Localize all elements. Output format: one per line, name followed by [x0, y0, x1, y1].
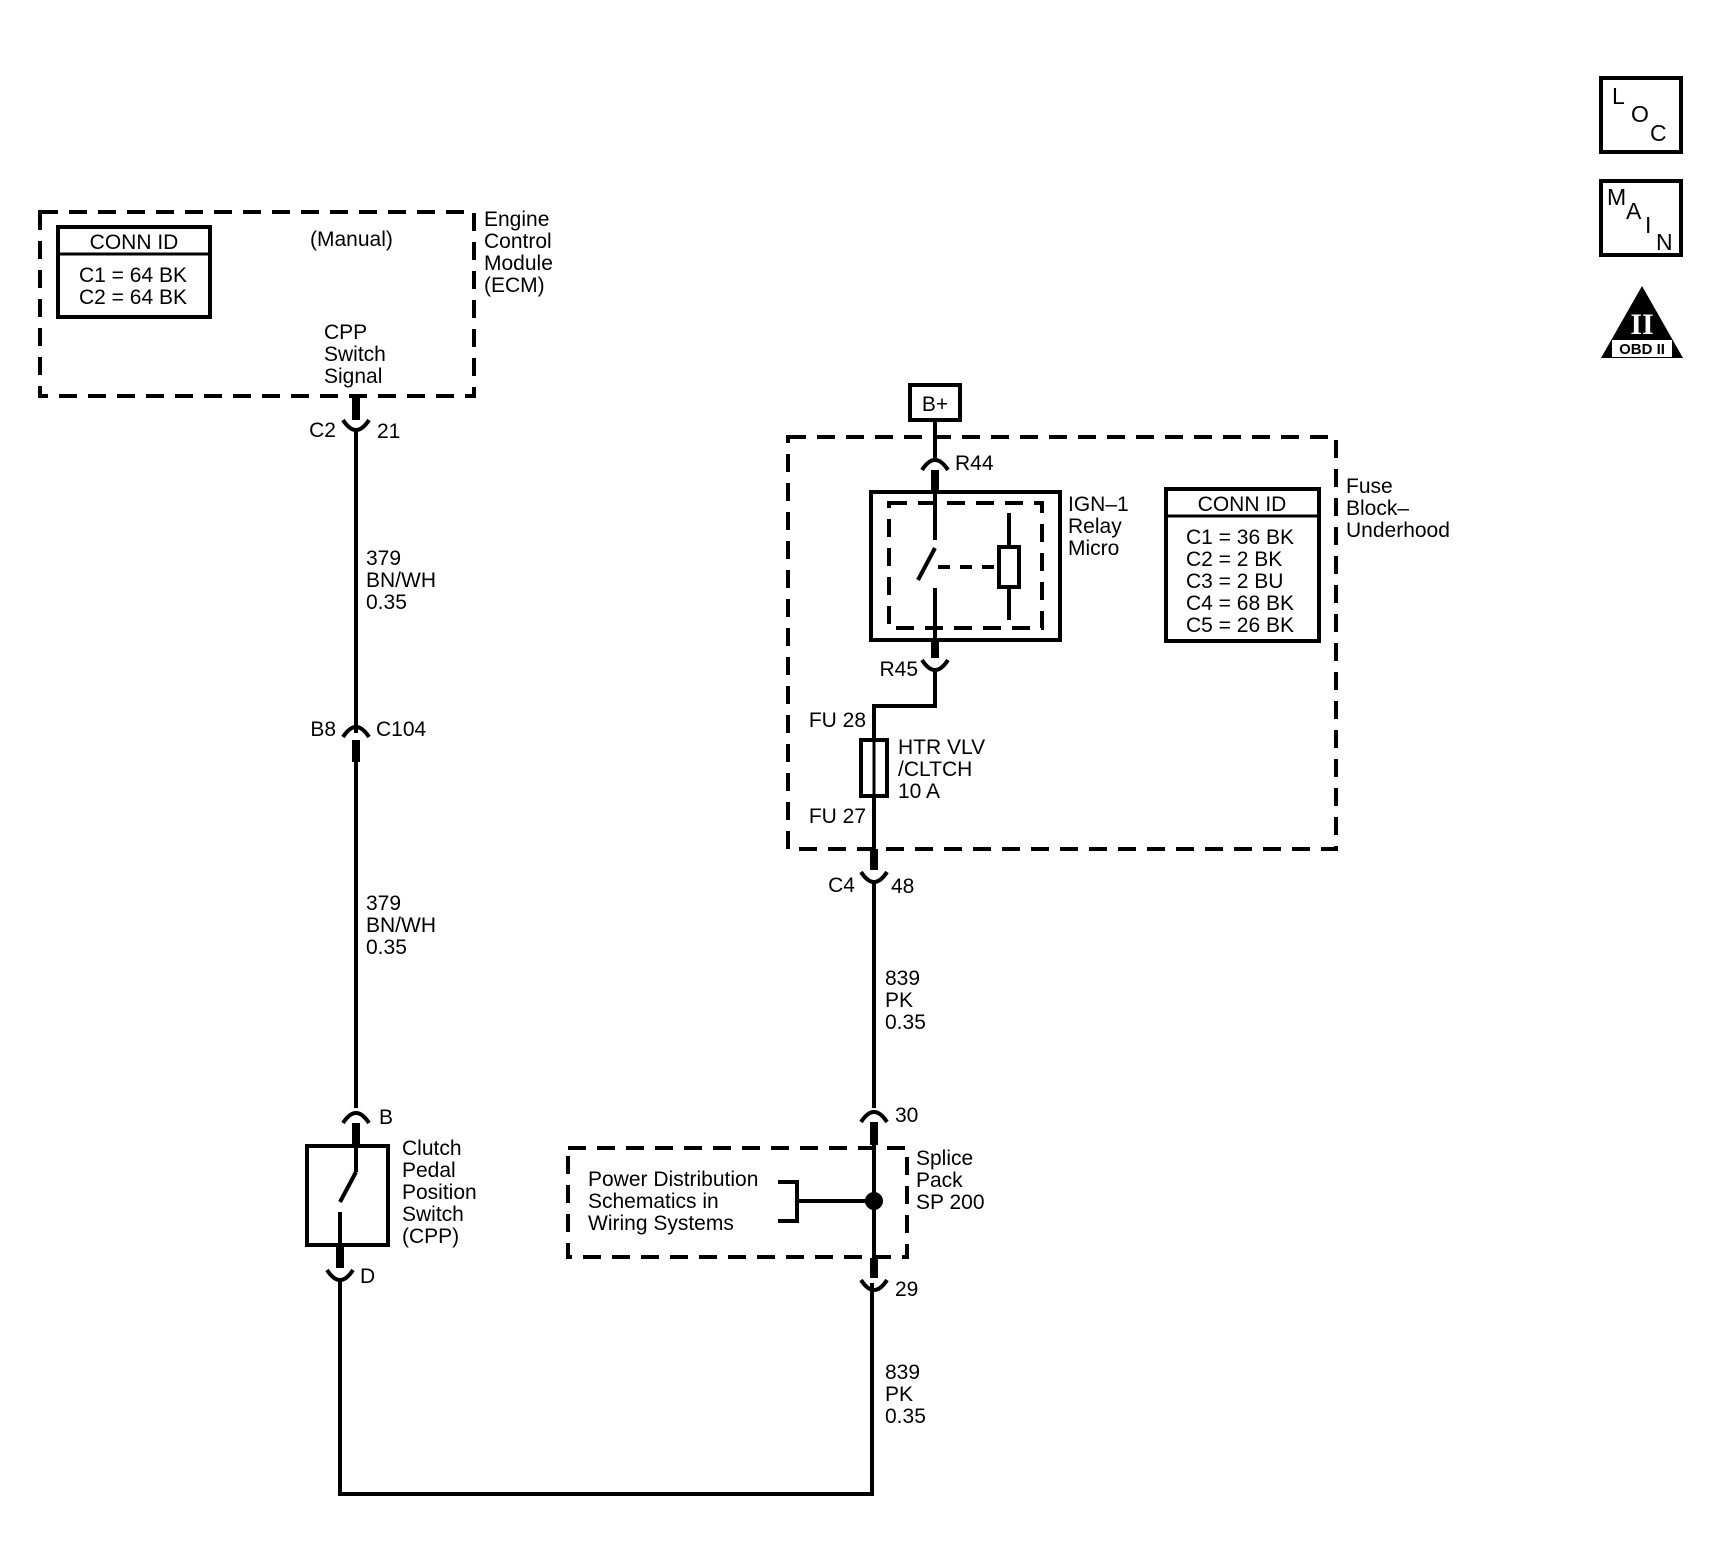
relay-name-1: IGN–1 [1068, 493, 1129, 516]
wire-839-lower-number: 839 [885, 1361, 920, 1384]
splice-name-1: Splice [916, 1147, 973, 1170]
fuse-block-conn-id-row: C3 = 2 BU [1186, 570, 1283, 593]
main-letter-m: M [1607, 184, 1626, 210]
c104-right: C104 [376, 718, 427, 741]
wire-379-upper-color: BN/WH [366, 569, 436, 592]
main-letter-i: I [1645, 212, 1651, 238]
inline-connector-c104: B8 C104 [310, 718, 427, 762]
splice-ref-1[interactable]: Power Distribution [588, 1168, 758, 1191]
relay-pin-r45: R45 [879, 658, 918, 681]
fuse-block-conn-id-row: C2 = 2 BK [1186, 548, 1282, 571]
splice-pin-29: 29 [895, 1278, 918, 1301]
obd-ii-icon[interactable]: II OBD II [1601, 286, 1683, 358]
wire-839-upper-number: 839 [885, 967, 920, 990]
wire-379-lower-color: BN/WH [366, 914, 436, 937]
ecm-conn-id-box [56, 225, 212, 319]
c4-right: 48 [891, 875, 914, 898]
relay-contact [916, 547, 937, 581]
fuse-block-conn-id-header: CONN ID [1198, 493, 1287, 516]
splice-name-2: Pack [916, 1169, 963, 1192]
fuse-name-3: 10 A [898, 780, 940, 803]
obd-label: OBD II [1619, 341, 1665, 358]
cpp-signal-label-1: CPP [324, 321, 367, 344]
loc-letter-o: O [1631, 101, 1649, 127]
cpp-name-3: Position [402, 1181, 477, 1204]
fuse-block-conn-id-box [1164, 487, 1321, 643]
battery-label: B+ [922, 393, 948, 416]
cpp-pin-d: D [360, 1265, 375, 1288]
ecm-module: CONN ID C1 = 64 BK C2 = 64 BK (Manual) C… [38, 208, 553, 398]
fuse-name-1: HTR VLV [898, 736, 985, 759]
ecm-name-1: Engine [484, 208, 549, 231]
loc-icon[interactable]: L O C [1599, 76, 1683, 154]
ecm-conn-id-row: C1 = 64 BK [79, 264, 187, 287]
loc-letter-l: L [1612, 83, 1625, 109]
cpp-name-1: Clutch [402, 1137, 462, 1160]
ecm-conn-id-row: C2 = 64 BK [79, 286, 187, 309]
ecm-boundary [38, 210, 476, 398]
cpp-signal-label-3: Signal [324, 365, 382, 388]
wire-379-lower-gauge: 0.35 [366, 936, 407, 959]
cpp-name-2: Pedal [402, 1159, 456, 1182]
fuse-block-name-3: Underhood [1346, 519, 1450, 542]
fuse-block-name-1: Fuse [1346, 475, 1393, 498]
fuse-block-conn-id-row: C4 = 68 BK [1186, 592, 1294, 615]
wire-839-upper-color: PK [885, 989, 913, 1012]
wire-379-upper-gauge: 0.35 [366, 591, 407, 614]
ecm-conn-id-header: CONN ID [90, 231, 179, 254]
fuse-bottom-label: FU 27 [809, 805, 866, 828]
splice-pack-boundary [566, 1146, 909, 1259]
splice-name-3: SP 200 [916, 1191, 985, 1214]
splice-ref-3[interactable]: Wiring Systems [588, 1212, 734, 1235]
wire-839-lower-color: PK [885, 1383, 913, 1406]
fuse-block-boundary [786, 435, 1338, 851]
battery-positive: B+ [908, 383, 962, 422]
main-letter-a: A [1626, 198, 1642, 224]
cpp-switch-body [305, 1144, 390, 1247]
main-icon[interactable]: M A I N [1599, 179, 1683, 257]
ecm-name-4: (ECM) [484, 274, 545, 297]
wire-839-return [338, 1280, 874, 1496]
ecm-name-2: Control [484, 230, 552, 253]
htr-vlv-cltch-fuse: FU 28 HTR VLV /CLTCH 10 A FU 27 [809, 709, 985, 828]
ref-bracket [778, 1180, 799, 1223]
cpp-pin-b: B [379, 1106, 393, 1129]
fuse-block-underhood: Fuse Block– Underhood CONN ID C1 = 36 BK… [786, 435, 1450, 851]
cpp-switch: B D Clutch Pedal Position Switch (CPP) [305, 1106, 477, 1288]
splice-ref-2[interactable]: Schematics in [588, 1190, 719, 1213]
splice-pack-sp200: 30 Power Distribution Schematics in Wiri… [566, 1104, 985, 1301]
wire-839-lower-gauge: 0.35 [885, 1405, 926, 1428]
ecm-name-3: Module [484, 252, 553, 275]
wire-379-lower-number: 379 [366, 892, 401, 915]
relay-coil [997, 545, 1021, 589]
switch-contact [338, 1171, 358, 1203]
fuse-block-connector-c4: C4 48 [828, 849, 914, 898]
fuse-name-2: /CLTCH [898, 758, 972, 781]
cpp-name-4: Switch [402, 1203, 464, 1226]
fuse-top-label: FU 28 [809, 709, 866, 732]
splice-pin-30: 30 [895, 1104, 918, 1127]
wire-839-upper-gauge: 0.35 [885, 1011, 926, 1034]
ecm-variant: (Manual) [310, 228, 393, 251]
loc-letter-c: C [1650, 120, 1667, 146]
relay-name-3: Micro [1068, 537, 1119, 560]
relay-inner-boundary [887, 501, 1044, 630]
ign1-relay: IGN–1 Relay Micro [869, 490, 1129, 658]
wire-379-upper-number: 379 [366, 547, 401, 570]
relay-name-2: Relay [1068, 515, 1122, 538]
fuse-block-conn-id-row: C5 = 26 BK [1186, 614, 1294, 637]
obd-roman: II [1630, 308, 1653, 341]
cpp-signal-label-2: Switch [324, 343, 386, 366]
ecm-connector-c2: C2 21 [309, 398, 400, 443]
ecm-connector-left: C2 [309, 419, 336, 442]
c4-left: C4 [828, 874, 855, 897]
relay-pin-r44: R44 [955, 452, 994, 475]
cpp-name-5: (CPP) [402, 1225, 459, 1248]
main-letter-n: N [1656, 229, 1673, 255]
fuse-block-conn-id-row: C1 = 36 BK [1186, 526, 1294, 549]
fuse-block-name-2: Block– [1346, 497, 1409, 520]
ecm-connector-right: 21 [377, 420, 400, 443]
c104-left: B8 [310, 718, 336, 741]
